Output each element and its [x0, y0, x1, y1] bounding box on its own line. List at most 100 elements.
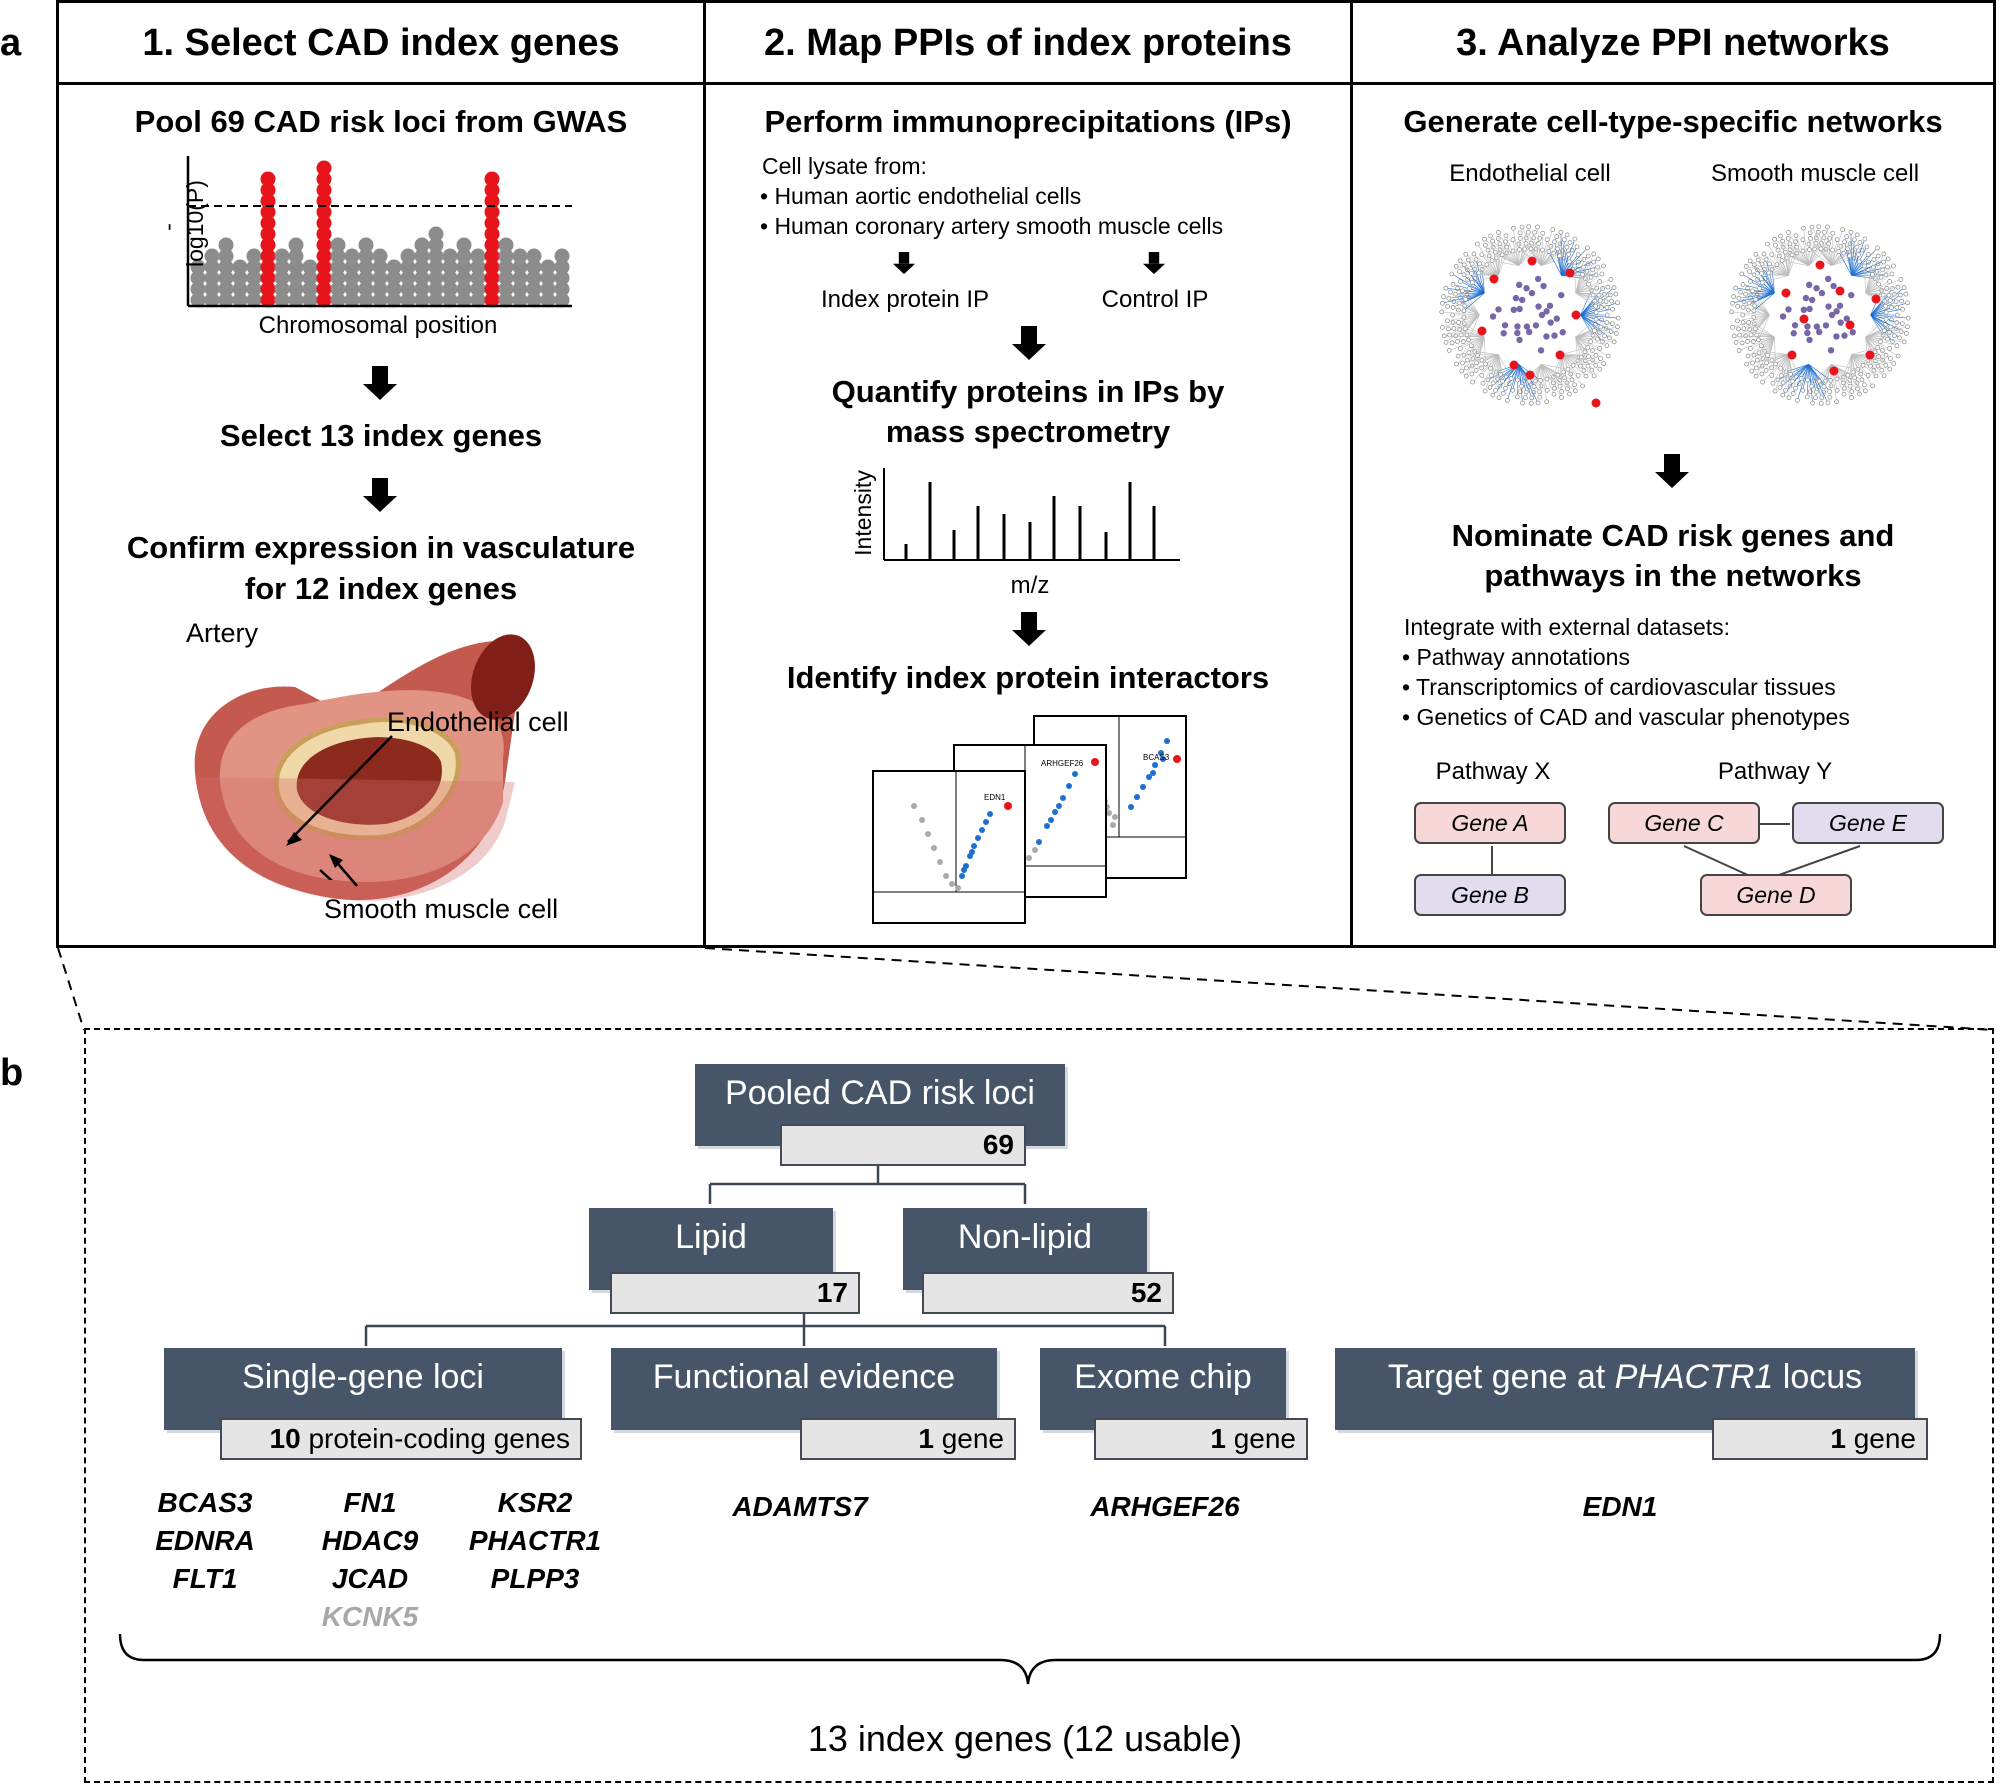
network-edge — [1580, 301, 1607, 316]
network-node — [1585, 253, 1591, 259]
network-core-node — [1523, 323, 1531, 330]
network-edge — [1477, 243, 1499, 276]
network-node — [1821, 384, 1827, 389]
network-edge — [1445, 314, 1480, 343]
network-node — [1849, 395, 1854, 400]
network-node — [1519, 224, 1525, 230]
ip-right-label: Control IP — [1101, 286, 1209, 313]
network-node — [1526, 224, 1532, 230]
network-node — [1736, 348, 1742, 353]
network-edge — [1575, 336, 1600, 349]
network-core-node — [1837, 319, 1844, 326]
gene-name: EDNRA — [155, 1525, 255, 1556]
manhattan-dot — [372, 259, 388, 275]
integrate-item-3: • Genetics of CAD and vascular phenotype… — [1402, 704, 1850, 730]
network-node — [1780, 238, 1785, 244]
manhattan-dot-significant — [260, 171, 276, 187]
network-core-node — [1802, 294, 1810, 302]
col3-step1: Generate cell-type-specific networks — [1403, 104, 1943, 139]
network-node — [1736, 326, 1741, 332]
network-node — [1765, 241, 1770, 247]
network-index-node — [1845, 320, 1855, 330]
network-edge — [1747, 288, 1770, 316]
manhattan-dot — [274, 292, 290, 308]
network-core-node — [1534, 275, 1542, 283]
network-edge — [1561, 347, 1588, 355]
network-node — [1885, 264, 1890, 270]
network-node — [1544, 237, 1550, 243]
manhattan-dot — [302, 259, 318, 275]
gene-name: FN1 — [343, 1487, 397, 1518]
network-edge — [1490, 354, 1499, 369]
network-edge — [1818, 232, 1832, 266]
network-node — [1604, 320, 1610, 325]
network-node — [1827, 389, 1833, 395]
network-core-node — [1848, 291, 1855, 299]
network-node — [1441, 294, 1446, 299]
network-index-node — [1555, 350, 1565, 360]
gene-name: FLT1 — [172, 1563, 238, 1594]
network-edge — [1528, 364, 1542, 387]
single-genes-col3: KSR2 PHACTR1 PLPP3 — [455, 1484, 615, 1598]
network-node — [1871, 264, 1876, 270]
network-node — [1537, 389, 1543, 395]
gene-e-box: Gene E — [1792, 802, 1944, 844]
network-node — [1809, 383, 1814, 389]
network-edge — [1849, 255, 1852, 276]
network-node — [1779, 373, 1784, 378]
network-node — [1759, 343, 1764, 349]
net-left-label: Endothelial cell — [1449, 160, 1611, 187]
network-edge — [1533, 237, 1542, 266]
network-node — [1562, 237, 1567, 243]
network-edge — [1559, 255, 1562, 276]
network-node — [1510, 237, 1516, 243]
network-node — [1891, 361, 1897, 366]
network-node — [1535, 400, 1541, 406]
network-node — [1448, 289, 1453, 295]
network-node — [1883, 303, 1888, 309]
network-index-node — [1527, 256, 1537, 266]
network-node — [1514, 394, 1520, 400]
network-node — [1461, 272, 1467, 278]
network-node — [1515, 377, 1520, 383]
network-edge — [1787, 364, 1809, 380]
network-node — [1751, 314, 1757, 320]
network-node — [1569, 377, 1575, 383]
manhattan-dot-significant — [484, 270, 500, 286]
network-node — [1450, 305, 1456, 310]
network-core-node — [1495, 306, 1502, 313]
network-node — [1783, 387, 1788, 393]
network-node — [1827, 394, 1833, 400]
network-edge — [1455, 292, 1485, 295]
network-edge — [1731, 311, 1770, 316]
network-node — [1578, 363, 1583, 369]
network-edge — [1498, 354, 1512, 379]
network-edge — [1518, 238, 1540, 266]
network-core-node — [1779, 313, 1787, 320]
manhattan-dot-significant — [260, 281, 276, 297]
network-edge — [1870, 314, 1893, 342]
network-index-node — [1525, 370, 1535, 380]
network-node — [1878, 339, 1883, 344]
manhattan-dot — [540, 270, 556, 286]
network-node — [1857, 240, 1863, 245]
volcano-plot-1: EDN1 — [872, 770, 1026, 924]
network-node — [1765, 353, 1770, 358]
network-node — [1862, 236, 1868, 242]
manhattan-dot — [498, 270, 514, 286]
manhattan-dot — [344, 270, 360, 286]
network-edge — [1575, 253, 1595, 294]
network-edge — [1851, 247, 1858, 276]
network-node — [1834, 237, 1840, 243]
manhattan-dot-significant — [316, 270, 332, 286]
root-count-value: 69 — [982, 1129, 1014, 1160]
network-edge — [1468, 314, 1480, 340]
network-node — [1750, 288, 1755, 294]
manhattan-dot — [344, 248, 360, 264]
manhattan-dot — [246, 248, 262, 264]
target-count-suffix: gene — [1845, 1423, 1916, 1454]
network-node — [1500, 378, 1505, 384]
network-node — [1864, 244, 1870, 250]
network-node — [1856, 252, 1861, 257]
target-label-post: locus — [1773, 1358, 1863, 1396]
